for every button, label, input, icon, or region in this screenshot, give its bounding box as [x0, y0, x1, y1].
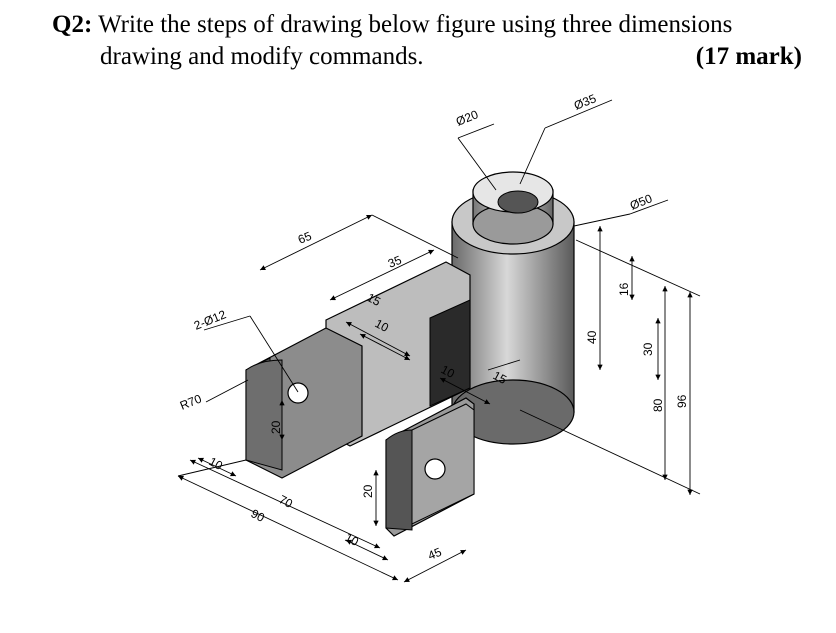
dim-70: 70	[277, 492, 296, 511]
dim-65: 65	[296, 229, 314, 247]
dimension-lines	[177, 99, 701, 583]
dim-90: 90	[249, 506, 268, 525]
right-fork	[385, 397, 475, 537]
dim-10d: 10	[343, 530, 362, 549]
dim-40: 40	[585, 330, 599, 344]
dim-20a: 20	[269, 420, 283, 434]
dim-r70: R70	[178, 391, 204, 412]
top-boss	[472, 171, 554, 245]
dimension-labels: Ø20 Ø35 Ø50 2-Ø12 R70 65 35 15 10 10 15 …	[178, 91, 689, 563]
question-marks: (17 mark)	[695, 43, 802, 70]
dim-15a: 15	[365, 290, 384, 309]
dim-10c: 10	[207, 454, 226, 473]
dim-80: 80	[651, 398, 665, 412]
question-line-2: drawing and modify commands.	[100, 43, 424, 70]
isometric-drawing: Ø20 Ø35 Ø50 2-Ø12 R70 65 35 15 10 10 15 …	[177, 91, 701, 583]
dim-d20: Ø20	[454, 107, 481, 129]
left-fork	[245, 327, 363, 479]
dim-30: 30	[641, 342, 655, 356]
dim-20b: 20	[361, 484, 375, 498]
dim-16: 16	[617, 282, 631, 296]
dim-10a: 10	[373, 316, 392, 335]
dim-d35: Ø35	[572, 91, 599, 113]
question-number: Q2:	[52, 11, 93, 38]
dim-45: 45	[426, 545, 444, 563]
dim-96: 96	[675, 394, 689, 408]
dim-holes: 2-Ø12	[192, 307, 228, 333]
question-line-1: Q2: Write the steps of drawing below fig…	[52, 10, 732, 40]
question-text-1: Write the steps of drawing below figure …	[92, 11, 733, 38]
dim-10b: 10	[439, 362, 458, 381]
dim-15b: 15	[491, 368, 510, 387]
dim-35: 35	[386, 253, 404, 271]
